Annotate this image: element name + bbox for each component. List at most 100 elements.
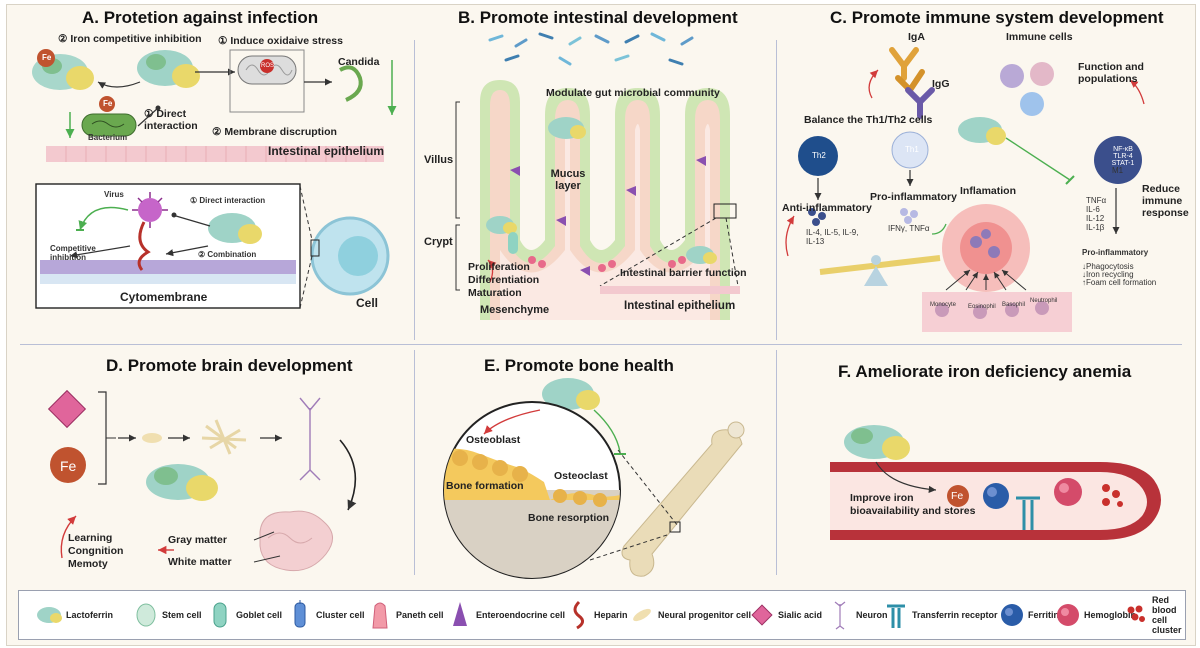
foam-label: ↑Foam cell formation bbox=[1082, 278, 1157, 287]
legend-item-heparin: Heparin bbox=[565, 591, 628, 639]
monocyte-label: Monocyte bbox=[930, 302, 957, 308]
hemoglobin-icon bbox=[1054, 478, 1082, 506]
paneth-cell-icon bbox=[367, 600, 393, 630]
candida-icon bbox=[339, 65, 363, 102]
panel-f-art bbox=[830, 425, 1161, 540]
legend-label: Transferrin receptor bbox=[912, 610, 998, 620]
goblet-cell-icon bbox=[508, 232, 518, 254]
villus-label: Villus bbox=[424, 154, 454, 166]
sialic-acid-icon bbox=[749, 600, 775, 630]
transferrin-receptor-icon bbox=[883, 600, 909, 630]
igg-label: IgG bbox=[932, 78, 950, 90]
congnition-label: Congnition bbox=[68, 545, 124, 557]
lactoferrin-icon bbox=[486, 216, 517, 234]
legend-item-hemoglobin: Hemoglobin bbox=[1055, 591, 1136, 639]
phago-label: ↓Phagocytosis bbox=[1082, 262, 1134, 271]
legend-label: Enteroendocrine cell bbox=[476, 610, 566, 620]
bacterium-icon bbox=[81, 113, 137, 137]
lactoferrin-icon bbox=[137, 50, 200, 88]
maturation-label: Maturation bbox=[468, 287, 522, 299]
th2-label: Th2 bbox=[812, 151, 826, 160]
neural-cluster bbox=[201, 419, 247, 455]
gray-matter-label: Gray matter bbox=[168, 534, 227, 546]
cytokines-anti-label: IL-4, IL-5, IL-9, IL-13 bbox=[806, 228, 859, 246]
white-matter-label: White matter bbox=[168, 556, 232, 568]
pro-inflammatory-label: Pro-inflammatory bbox=[870, 191, 957, 203]
epithelium-label-b: Intestinal epithelium bbox=[624, 300, 736, 312]
m1-macrophage-icon bbox=[1094, 136, 1142, 184]
virus-box bbox=[35, 183, 301, 309]
neural-progenitor-icon bbox=[629, 600, 655, 630]
lactoferrin-icon bbox=[548, 117, 586, 139]
bone-resorption-label: Bone resorption bbox=[528, 512, 610, 524]
panel-b-title: B. Promote intestinal development bbox=[458, 8, 738, 27]
m1-label: M1 bbox=[1112, 166, 1124, 175]
barrier-label: Intestinal barrier function bbox=[620, 267, 747, 279]
rbc-cluster-icon bbox=[1102, 484, 1123, 507]
divider-ab bbox=[414, 40, 415, 340]
divider-bc bbox=[776, 40, 777, 340]
legend-label: Sialic acid bbox=[778, 610, 823, 620]
panel-d-art bbox=[47, 389, 357, 572]
pro-inflammatory-m1-label: Pro-inflammatory bbox=[1082, 248, 1149, 257]
heparin-icon bbox=[137, 221, 151, 271]
memory-label: Memoty bbox=[68, 558, 108, 570]
panel-e-title: E. Promote bone health bbox=[484, 356, 674, 375]
lactoferrin-icon bbox=[844, 425, 910, 460]
reduce-label: Reduce immune response bbox=[1142, 183, 1189, 219]
hemoglobin-icon bbox=[1055, 600, 1081, 630]
ferritin-icon bbox=[983, 483, 1009, 509]
oxidative-stress-label: ① Induce oxidaive stress bbox=[218, 35, 343, 47]
basophil-label: Basophil bbox=[1002, 302, 1026, 308]
tnf-list-label: TNFα IL-6 IL-12 IL-1β bbox=[1086, 196, 1107, 232]
legend-label: Red blood cell cluster bbox=[1152, 595, 1182, 635]
panel-c-title: C. Promote immune system development bbox=[830, 8, 1164, 27]
immune-cells-label: Immune cells bbox=[1006, 31, 1073, 43]
legend-item-ferritin: Ferritin bbox=[999, 591, 1059, 639]
femur-icon bbox=[621, 429, 743, 577]
lactoferrin-icon bbox=[958, 117, 1006, 145]
legend-item-rbc-cluster: Red blood cell cluster bbox=[1123, 591, 1182, 639]
epithelium-label-a: Intestinal epithelium bbox=[268, 144, 385, 158]
legend-label: Heparin bbox=[594, 610, 628, 620]
anti-inflammatory-label: Anti-inflammatory bbox=[782, 202, 872, 214]
igg-icon bbox=[905, 87, 935, 119]
neutrophil-label: Neutrophil bbox=[1030, 298, 1058, 304]
crypt-label: Crypt bbox=[424, 236, 453, 248]
villus-epithelium bbox=[490, 90, 720, 320]
lactoferrin-icon bbox=[542, 378, 600, 410]
th2-cell-icon bbox=[798, 136, 838, 176]
panel-c-art bbox=[785, 47, 1145, 332]
lactoferrin-icon bbox=[686, 246, 717, 264]
differentiation-label: Differentiation bbox=[468, 274, 540, 286]
improve-iron-label-1: Improve iron bbox=[850, 492, 914, 504]
cytomembrane-label: Cytomembrane bbox=[120, 290, 208, 304]
iron-competitive-label: ② Iron competitive inhibition bbox=[58, 33, 202, 45]
virus-direct-label: ① Direct interaction bbox=[190, 196, 266, 205]
neuron-icon bbox=[827, 600, 853, 630]
panel-a-art bbox=[32, 49, 397, 309]
proliferation-label: Proliferation bbox=[468, 261, 530, 273]
legend-label: Paneth cell bbox=[396, 610, 444, 620]
fe-label-d: Fe bbox=[60, 458, 77, 474]
lactoferrin-icon bbox=[37, 600, 63, 630]
eosinophil-label: Eosinophil bbox=[968, 304, 996, 310]
neuron-icon bbox=[299, 397, 321, 481]
competitive-inhibition-label: Competitive inhibition bbox=[50, 244, 96, 262]
microbial-label: Modulate gut microbial community bbox=[546, 87, 720, 99]
fe-label-2: Fe bbox=[103, 99, 113, 108]
legend-label: Lactoferrin bbox=[66, 610, 114, 620]
legend-item-neural-progenitor: Neural progenitor cell bbox=[629, 591, 751, 639]
legend-label: Hemoglobin bbox=[1084, 610, 1136, 620]
legend-item-enteroendocrine-cell: Enteroendocrine cell bbox=[447, 591, 565, 639]
panel-b-art bbox=[455, 32, 740, 320]
mucus-label: Mucus layer bbox=[550, 168, 586, 192]
intestinal-epithelium bbox=[46, 146, 384, 162]
iga-label: IgA bbox=[908, 31, 925, 43]
candida-label: Candida bbox=[338, 56, 380, 68]
balance-label: Balance the Th1/Th2 cells bbox=[804, 114, 933, 126]
iga-icon bbox=[889, 47, 925, 93]
legend-label: Neuron bbox=[856, 610, 888, 620]
m1-markers-label: NF-κB TLR-4 STAT-1 bbox=[1111, 146, 1135, 167]
legend-label: Stem cell bbox=[162, 610, 202, 620]
